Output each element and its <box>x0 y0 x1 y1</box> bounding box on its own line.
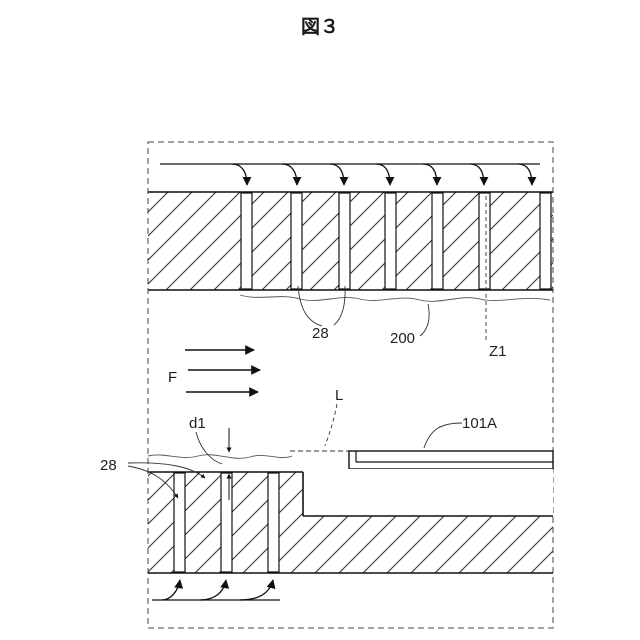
top-hole-2 <box>291 193 302 289</box>
leader-l <box>325 404 337 446</box>
label-f: F <box>168 369 177 386</box>
label-200: 200 <box>390 330 415 347</box>
leader-d1 <box>196 432 222 464</box>
label-z1: Z1 <box>489 343 507 360</box>
label-28-top: 28 <box>312 325 329 342</box>
leader-101a <box>424 423 462 448</box>
component-101a <box>349 451 553 469</box>
top-hole-4 <box>385 193 396 289</box>
surface-wave-top <box>240 295 550 301</box>
leader-28-top <box>298 286 345 326</box>
leader-200 <box>420 304 429 336</box>
label-101a: 101A <box>462 415 497 432</box>
surface-wave-bottom <box>148 455 292 459</box>
bottom-hole-2 <box>221 473 232 572</box>
top-hole-7 <box>540 193 551 289</box>
bottom-flow-arrows <box>152 580 280 600</box>
label-28-bottom: 28 <box>100 457 117 474</box>
top-flow-arrows <box>160 164 540 185</box>
label-l: L <box>335 387 343 404</box>
label-d1: d1 <box>189 415 206 432</box>
top-hole-3 <box>339 193 350 289</box>
top-hole-6 <box>479 193 490 289</box>
flow-f-arrows <box>185 350 260 392</box>
bottom-hole-3 <box>268 473 279 572</box>
bottom-plate <box>148 469 553 573</box>
bottom-hole-1 <box>174 473 185 572</box>
top-hole-5 <box>432 193 443 289</box>
top-hole-1 <box>241 193 252 289</box>
